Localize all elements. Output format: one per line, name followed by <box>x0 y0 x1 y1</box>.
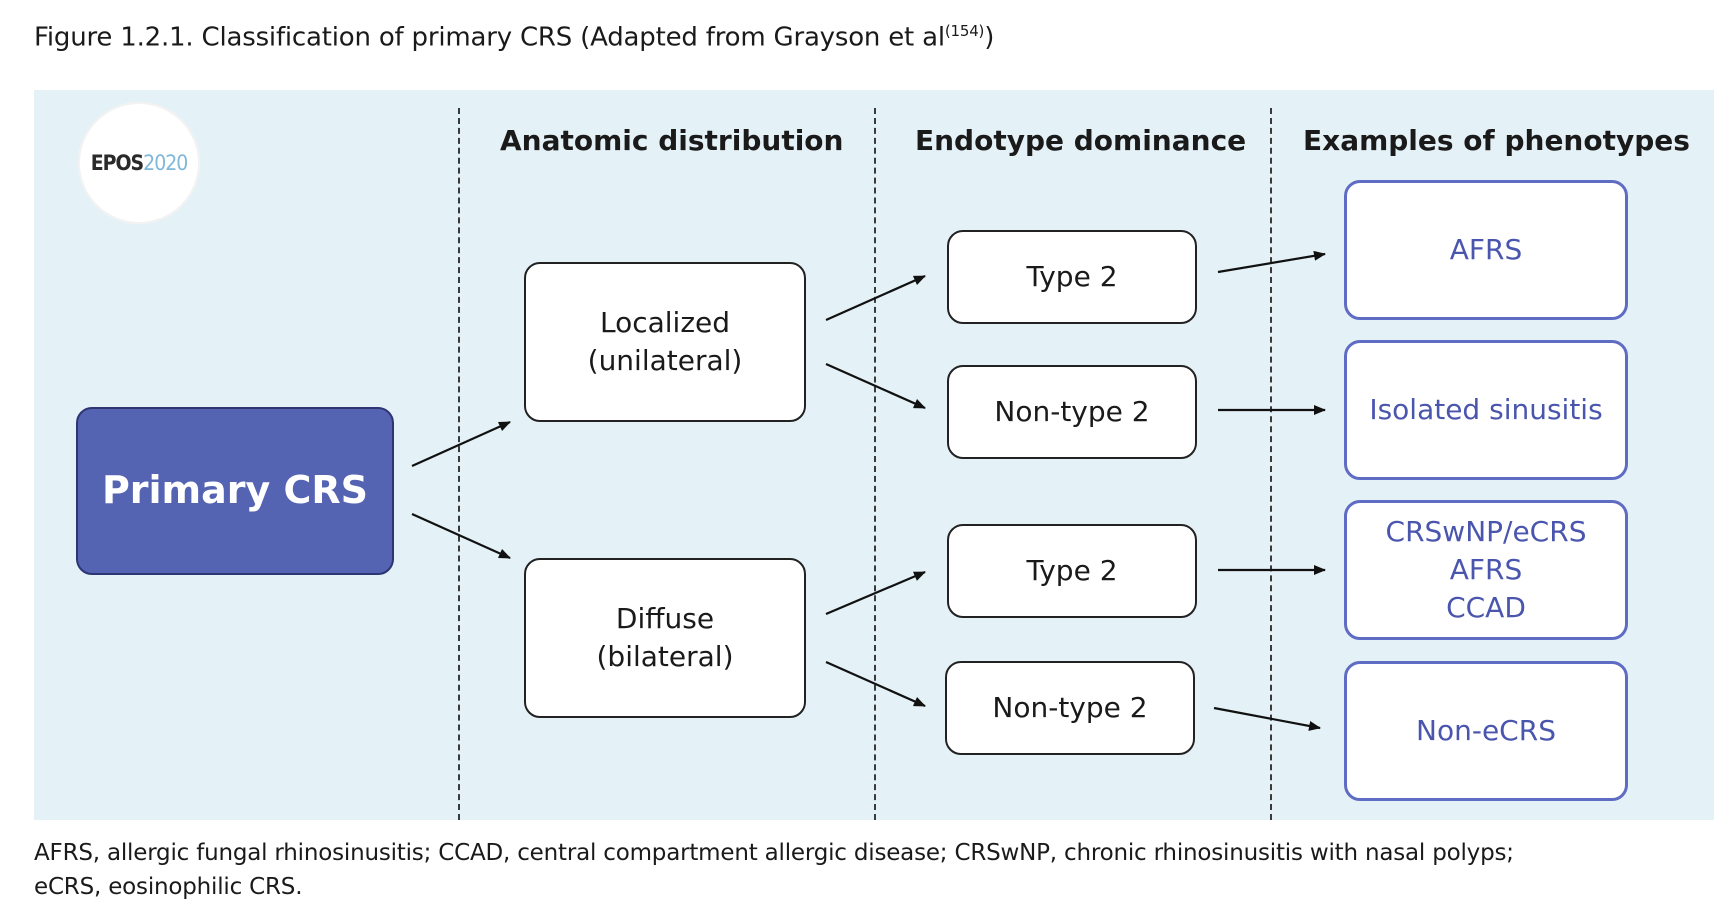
caption-text: Figure 1.2.1. Classification of primary … <box>34 22 945 53</box>
node-type2-diffuse-label: Type 2 <box>1026 554 1118 588</box>
phenotype-crswnp-label: CRSwNP/eCRS <box>1385 515 1587 549</box>
header-anatomic-distribution: Anatomic distribution <box>500 124 844 157</box>
arrow-nontype2-to-non-ecrs <box>1213 706 1321 731</box>
node-type2-localized-label: Type 2 <box>1026 260 1118 294</box>
phenotype-non-ecrs: Non-eCRS <box>1344 661 1628 801</box>
logo-brand: EPOS <box>90 151 144 175</box>
phenotype-crswnp-group: CRSwNP/eCRS AFRS CCAD <box>1344 500 1628 640</box>
footnote-line-2: eCRS, eosinophilic CRS. <box>34 874 303 900</box>
header-examples-of-phenotypes: Examples of phenotypes <box>1303 124 1690 157</box>
epos-logo: EPOS2020 <box>78 102 200 224</box>
column-divider-3 <box>1270 108 1272 820</box>
phenotype-isolated-sinusitis-label: Isolated sinusitis <box>1369 393 1603 427</box>
arrow-primary-to-diffuse <box>411 512 511 560</box>
column-divider-1 <box>458 108 460 820</box>
node-diffuse-line1: Diffuse <box>615 602 715 636</box>
phenotype-ccad-label: CCAD <box>1446 590 1526 624</box>
arrow-localized-to-nontype2 <box>825 362 926 410</box>
arrow-diffuse-to-type2 <box>825 570 926 616</box>
node-primary-crs-label: Primary CRS <box>101 468 369 513</box>
node-localized: Localized (unilateral) <box>524 262 806 422</box>
arrow-type2-to-afrs <box>1217 250 1326 274</box>
arrow-primary-to-localized <box>411 420 511 468</box>
logo-year: 2020 <box>143 151 188 175</box>
phenotype-afrs: AFRS <box>1344 180 1628 320</box>
footnote: AFRS, allergic fungal rhinosinusitis; CC… <box>34 836 1684 904</box>
node-nontype2-localized: Non-type 2 <box>947 365 1197 459</box>
column-divider-2 <box>874 108 876 820</box>
caption-reference: (154) <box>944 22 985 40</box>
caption-close: ) <box>984 22 995 53</box>
node-diffuse: Diffuse (bilateral) <box>524 558 806 718</box>
node-diffuse-line2: (bilateral) <box>596 640 734 673</box>
phenotype-afrs-diffuse-label: AFRS <box>1449 553 1523 587</box>
figure-caption: Figure 1.2.1. Classification of primary … <box>34 22 994 53</box>
node-nontype2-diffuse: Non-type 2 <box>945 661 1195 755</box>
header-endotype-dominance: Endotype dominance <box>915 124 1247 157</box>
node-localized-line2: (unilateral) <box>587 344 743 377</box>
arrow-diffuse-to-nontype2 <box>825 660 926 708</box>
node-localized-line1: Localized <box>599 306 731 340</box>
footnote-line-1: AFRS, allergic fungal rhinosinusitis; CC… <box>34 840 1514 866</box>
phenotype-isolated-sinusitis: Isolated sinusitis <box>1344 340 1628 480</box>
node-nontype2-diffuse-label: Non-type 2 <box>992 691 1148 725</box>
arrow-localized-to-type2 <box>825 274 926 322</box>
node-type2-diffuse: Type 2 <box>947 524 1197 618</box>
phenotype-afrs-label: AFRS <box>1449 233 1523 267</box>
node-type2-localized: Type 2 <box>947 230 1197 324</box>
logo-wordmark: EPOS2020 <box>90 151 189 175</box>
node-nontype2-localized-label: Non-type 2 <box>994 395 1150 429</box>
phenotype-non-ecrs-label: Non-eCRS <box>1416 714 1556 748</box>
node-primary-crs: Primary CRS <box>76 407 394 575</box>
